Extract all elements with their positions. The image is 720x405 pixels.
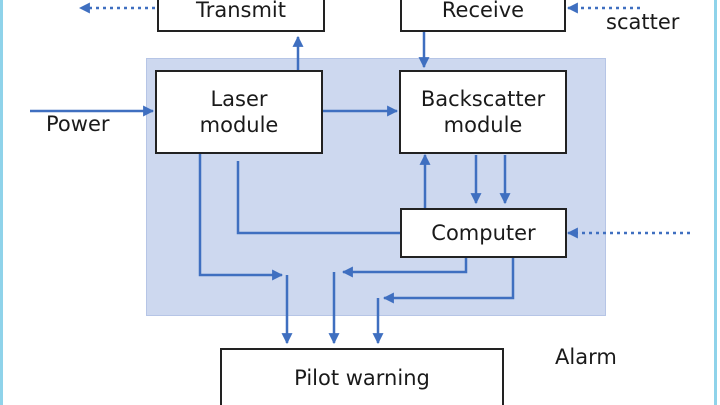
pilot-warning-block: Pilot warning bbox=[220, 348, 504, 405]
wire-laser-to-pilot bbox=[198, 153, 284, 281]
laser-module-block: Laser module bbox=[155, 70, 323, 154]
laser-module-label: Laser module bbox=[199, 86, 279, 137]
frame-edge-right bbox=[714, 0, 717, 405]
backscatter-module-block: Backscatter module bbox=[399, 70, 567, 154]
transmit-block: Transmit bbox=[157, 0, 325, 32]
wire-computer-to-laser bbox=[236, 161, 400, 235]
transmit-label: Transmit bbox=[195, 0, 287, 22]
frame-edge-left bbox=[0, 0, 3, 405]
backscatter-module-label: Backscatter module bbox=[420, 86, 546, 137]
wire-computer-to-pilot-b bbox=[341, 257, 468, 278]
alarm-label: Alarm bbox=[555, 345, 617, 369]
receive-block: Receive bbox=[400, 0, 566, 32]
pilot-warning-label: Pilot warning bbox=[294, 365, 430, 390]
computer-label: Computer bbox=[431, 220, 536, 245]
scatter-label: scatter bbox=[606, 10, 680, 34]
receive-label: Receive bbox=[441, 0, 525, 22]
wire-computer-to-pilot-c bbox=[382, 257, 515, 304]
computer-block: Computer bbox=[400, 208, 567, 258]
power-label: Power bbox=[46, 112, 110, 136]
